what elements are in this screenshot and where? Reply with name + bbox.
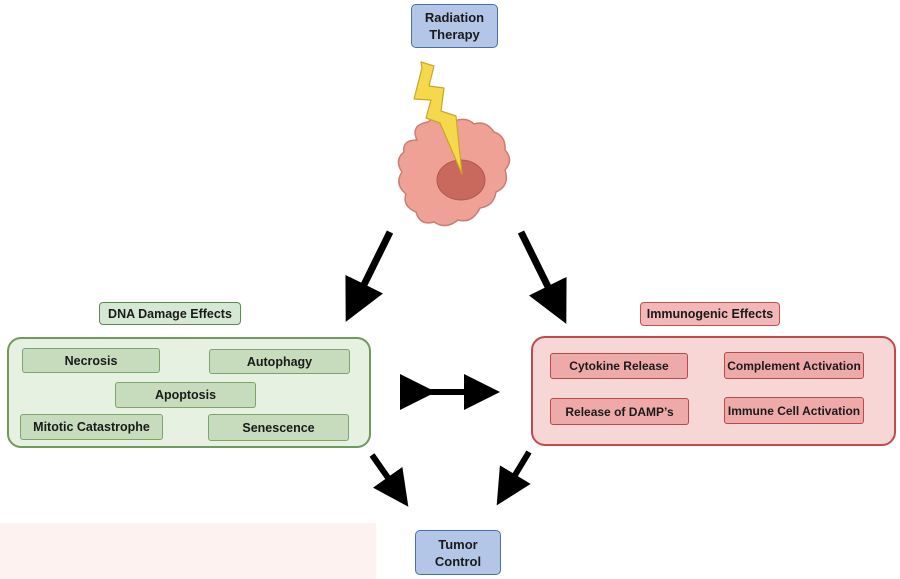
immuno-item-immune-cell-activation: Immune Cell Activation bbox=[724, 397, 864, 424]
dna-item-mitotic-catastrophe: Mitotic Catastrophe bbox=[20, 414, 163, 440]
radiation-therapy-label: Radiation Therapy bbox=[424, 10, 485, 42]
radiation-therapy-node: Radiation Therapy bbox=[411, 4, 498, 48]
arrow-cell-to-dna bbox=[345, 230, 394, 322]
immunogenic-effects-title: Immunogenic Effects bbox=[640, 302, 780, 326]
dna-damage-effects-title: DNA Damage Effects bbox=[99, 302, 241, 325]
immuno-item-complement-activation: Complement Activation bbox=[724, 352, 864, 379]
tumor-cell-icon bbox=[397, 116, 511, 227]
immuno-item-release-of-damps: Release of DAMP’s bbox=[550, 398, 689, 425]
arrow-dna-to-tumor-control bbox=[369, 453, 409, 507]
dna-item-apoptosis: Apoptosis bbox=[115, 382, 256, 408]
arrow-cell-to-immuno bbox=[517, 230, 567, 324]
immuno-item-cytokine-release: Cytokine Release bbox=[550, 353, 688, 379]
arrow-immuno-to-tumor-control bbox=[496, 450, 532, 506]
lightning-bolt-icon bbox=[413, 61, 463, 175]
background-patch bbox=[0, 523, 376, 579]
dna-item-necrosis: Necrosis bbox=[22, 348, 160, 373]
dna-item-autophagy: Autophagy bbox=[209, 349, 350, 374]
tumor-control-label: Tumor Control bbox=[434, 536, 482, 569]
dna-item-senescence: Senescence bbox=[208, 414, 349, 441]
tumor-control-node: Tumor Control bbox=[415, 530, 501, 575]
